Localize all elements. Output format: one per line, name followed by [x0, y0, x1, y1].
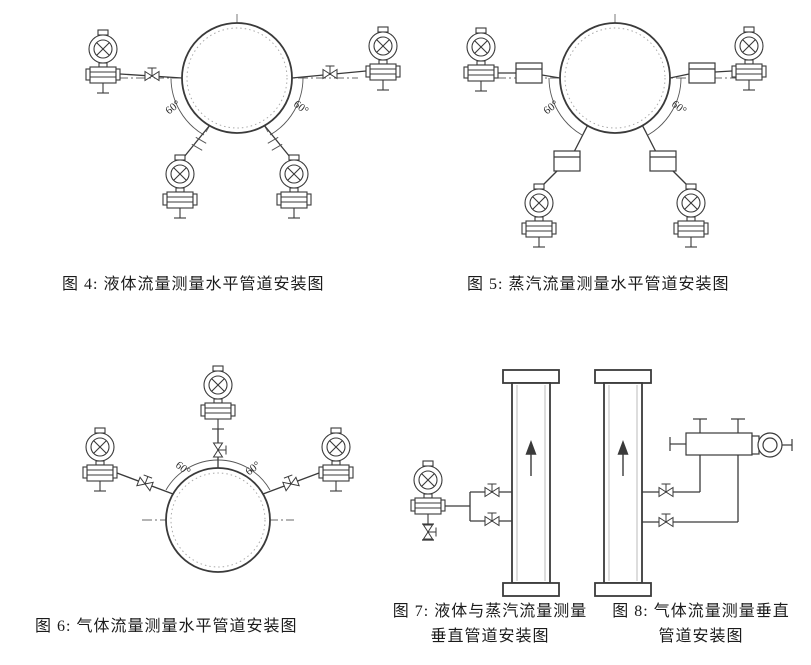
condensate-pot	[649, 150, 677, 172]
vertical-pipe	[603, 382, 643, 584]
pressure-transmitter	[410, 460, 446, 525]
pipe-flange	[502, 582, 560, 597]
fig6-caption: 图 6: 气体流量测量水平管道安装图	[35, 618, 298, 635]
condensate-pot	[515, 62, 543, 84]
pressure-transmitter	[673, 183, 709, 248]
shutoff-valve-icon	[213, 442, 227, 458]
pressure-transmitter	[731, 26, 767, 91]
pipe-cross-section	[165, 467, 271, 573]
impulse-lines	[642, 455, 739, 523]
fig7-caption-line2: 垂直管道安装图	[430, 628, 550, 645]
fig8-caption: 图 8: 气体流量测量垂直 管道安装图	[601, 599, 801, 649]
pressure-transmitter	[85, 29, 121, 94]
fig5-steam-horizontal-diagram: 60° 60°	[463, 14, 767, 248]
shutoff-valve-icon	[144, 67, 160, 81]
fig7-caption-line1: 图 7: 液体与蒸汽流量测量	[392, 603, 588, 620]
condensate-pot	[688, 62, 716, 84]
shutoff-valve-icon	[136, 473, 155, 492]
angle-label: 60°	[541, 98, 561, 117]
fig4-liquid-horizontal-diagram: 60° 60°	[85, 14, 401, 219]
fig8-caption-line1: 图 8: 气体流量测量垂直	[612, 603, 790, 620]
shutoff-valve-icon	[484, 512, 500, 526]
fig6-gas-horizontal-diagram: 60° 60°	[82, 365, 354, 573]
shutoff-valve-icon	[658, 483, 674, 497]
angle-label: 60°	[669, 98, 689, 117]
pressure-transmitter	[521, 183, 557, 248]
pressure-transmitter	[318, 427, 354, 492]
angle-label: 60°	[173, 459, 193, 478]
pipe-cross-section	[559, 22, 671, 134]
pressure-transmitter	[463, 27, 499, 92]
fig7-vertical-pipe-diagram	[410, 369, 560, 597]
angle-label: 60°	[163, 98, 183, 117]
vertical-pipe	[511, 382, 551, 584]
pressure-transmitter	[162, 154, 198, 219]
fig5-caption: 图 5: 蒸汽流量测量水平管道安装图	[467, 276, 730, 293]
shutoff-valve-icon	[281, 473, 300, 492]
angle-label: 60°	[243, 459, 263, 478]
impulse-lines	[498, 70, 733, 186]
shutoff-valve-icon	[322, 65, 338, 79]
fig8-caption-line2: 管道安装图	[658, 628, 744, 645]
angle-label: 60°	[291, 98, 311, 117]
pressure-transmitter	[365, 26, 401, 91]
valve-manifold-transmitter	[669, 418, 793, 458]
pipe-cross-section	[181, 22, 293, 134]
fig8-vertical-pipe-diagram	[594, 369, 793, 597]
pressure-transmitter	[82, 427, 118, 492]
pressure-transmitter	[276, 154, 312, 219]
pipe-flange	[594, 582, 652, 597]
condensate-pot	[553, 150, 581, 172]
shutoff-valve-icon	[658, 513, 674, 527]
pipe-flange	[594, 369, 652, 384]
fig4-caption: 图 4: 液体流量测量水平管道安装图	[62, 276, 325, 293]
drain-valve-icon	[423, 524, 437, 540]
fig7-caption: 图 7: 液体与蒸汽流量测量 垂直管道安装图	[374, 599, 606, 649]
pipe-flange	[502, 369, 560, 384]
pressure-transmitter	[200, 365, 236, 430]
shutoff-valve-icon	[484, 483, 500, 497]
